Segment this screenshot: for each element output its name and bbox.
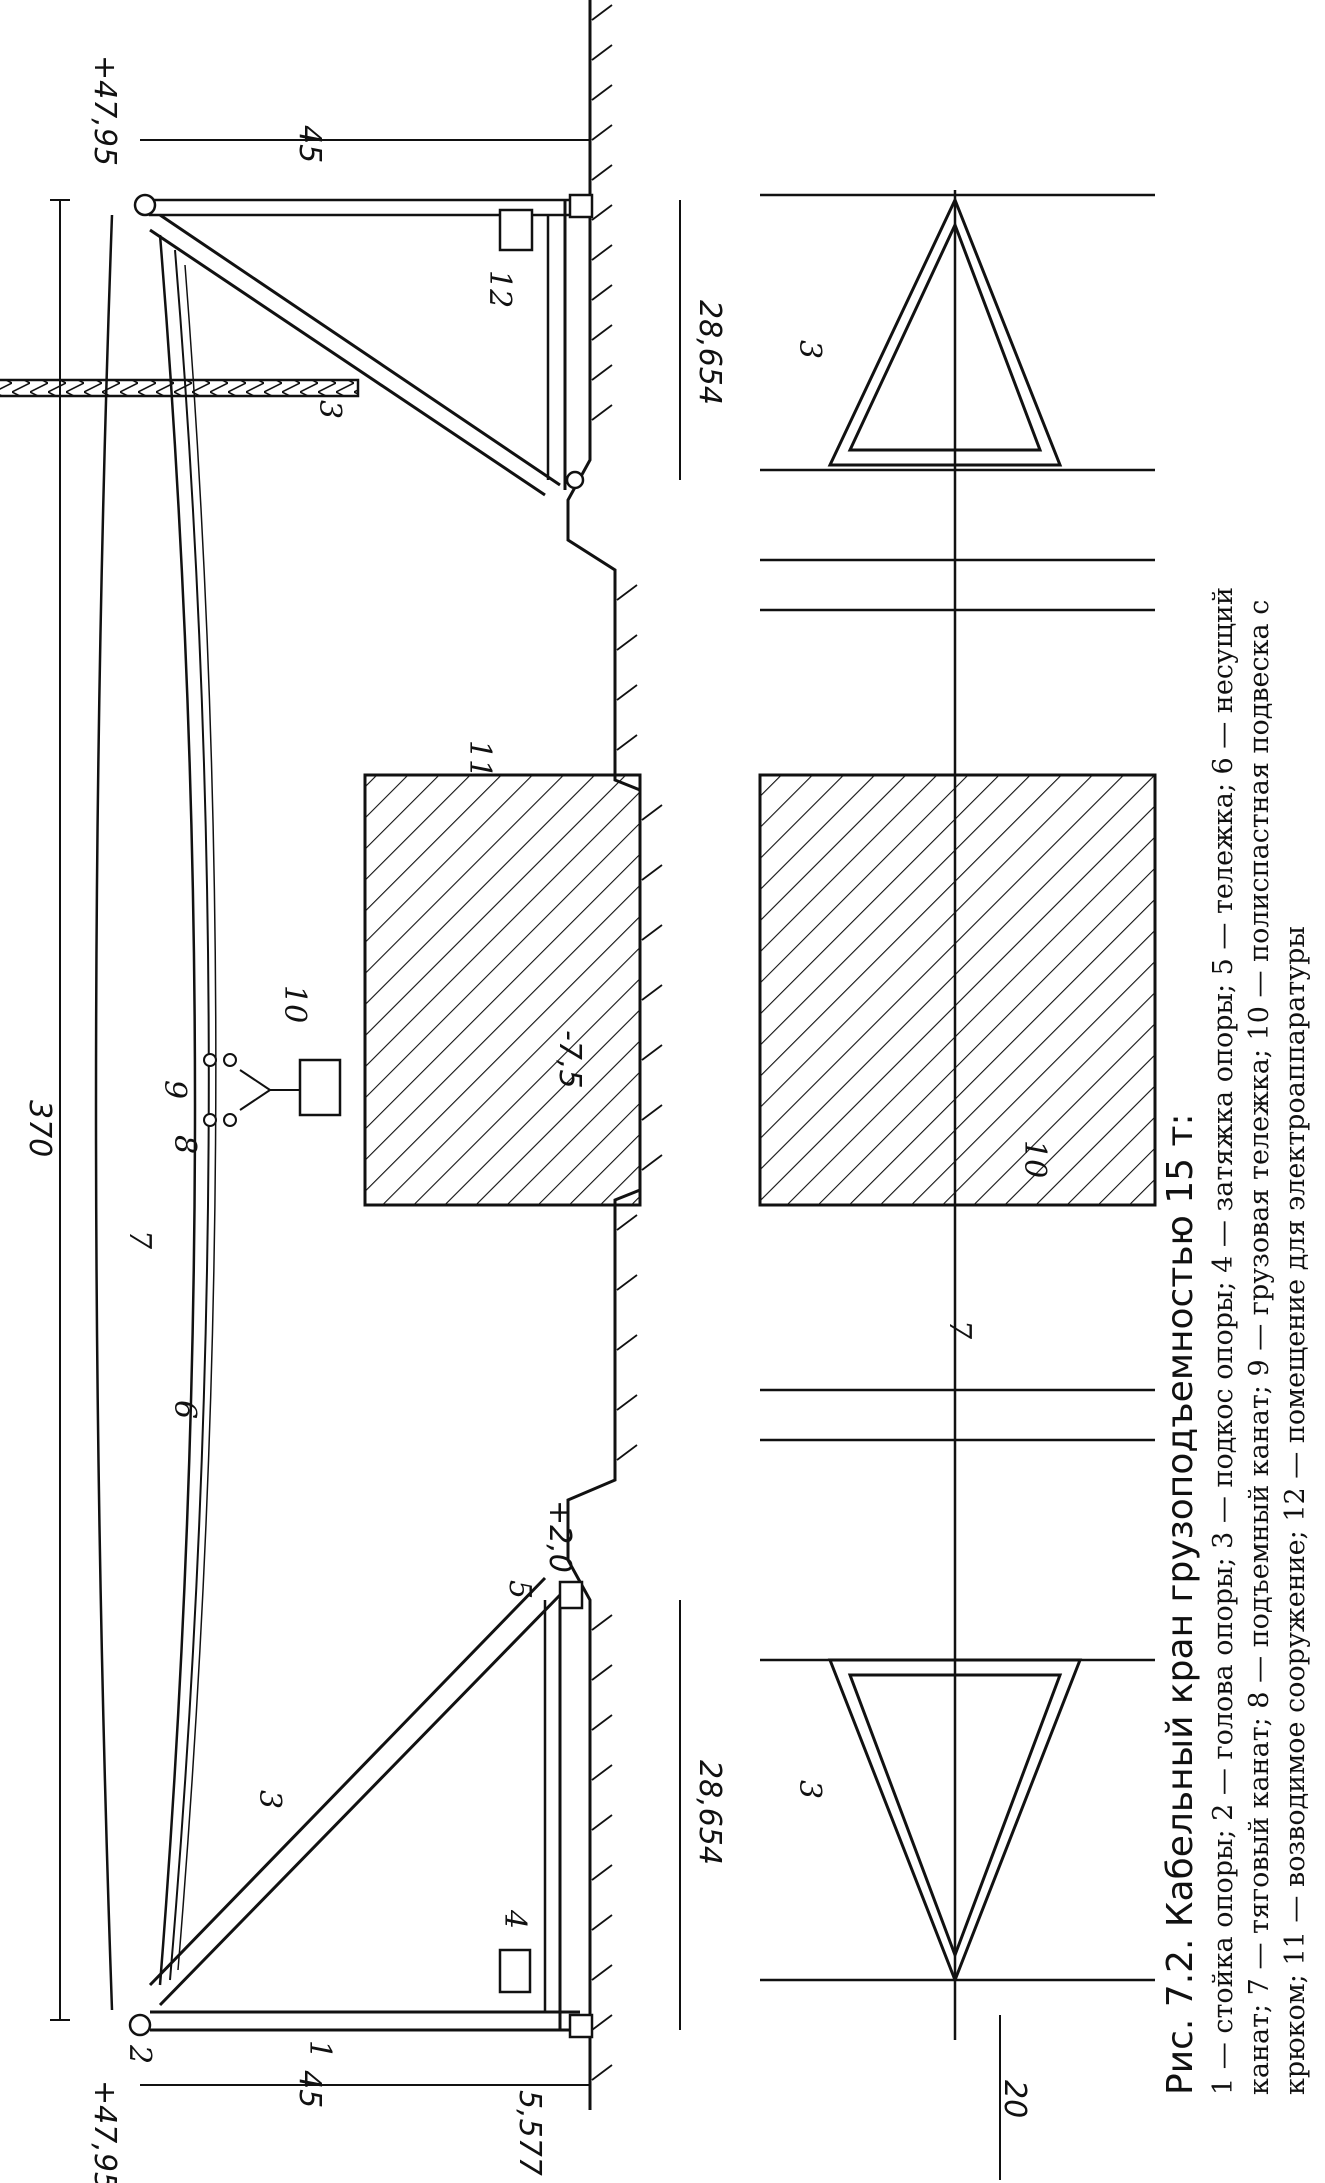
plan-label-10: 10 bbox=[1017, 1140, 1052, 1178]
label-5: 5 bbox=[502, 1580, 537, 1599]
trolley-5 bbox=[558, 1580, 584, 1610]
right-tower-elevation: +47,95 bbox=[87, 55, 122, 166]
right-tower-strut bbox=[159, 213, 561, 487]
label-12: 12 bbox=[482, 270, 517, 308]
hook-block-10 bbox=[298, 1058, 342, 1117]
ground-level-mark: +2,0 bbox=[542, 1500, 577, 1573]
pit-bottom-mark: -7,5 bbox=[552, 1030, 587, 1089]
left-tower-base-dimension: 28,654 bbox=[692, 1760, 727, 1865]
structure-under-construction bbox=[363, 773, 642, 1207]
label-11: 11 bbox=[462, 740, 497, 778]
load-trolley-9 bbox=[203, 1053, 342, 1127]
plan-right-tower bbox=[827, 196, 1063, 467]
label-2: 2 bbox=[122, 2044, 157, 2064]
label-10: 10 bbox=[277, 985, 312, 1023]
plan-structure bbox=[758, 773, 1157, 1207]
plan-label-7: 7 bbox=[942, 1320, 977, 1340]
elevation-view bbox=[0, 0, 1001, 2180]
plan-left-tower bbox=[827, 1658, 1083, 1985]
label-7: 7 bbox=[122, 1230, 157, 1250]
label-4: 4 bbox=[497, 1909, 532, 1929]
plan-rails bbox=[760, 193, 1155, 1982]
traction-rope-7 bbox=[94, 214, 114, 2011]
label-3-right: 3 bbox=[312, 400, 347, 419]
plan-width-dimension: 20 bbox=[997, 2080, 1032, 2118]
right-tower bbox=[0, 193, 594, 497]
right-tower-height-dimension: 45 bbox=[292, 125, 327, 163]
ground-hatching bbox=[591, 4, 663, 2081]
left-tower-strut bbox=[158, 1593, 562, 2007]
plan-label-3-right: 3 bbox=[792, 340, 827, 359]
left-tower bbox=[128, 1576, 594, 2039]
label-8: 8 bbox=[167, 1135, 202, 1154]
label-9: 9 bbox=[157, 1080, 192, 1099]
diagram-labels: 370 +47,95 +47,95 45 45 28,654 28,654 5,… bbox=[22, 55, 1052, 2183]
electrical-room bbox=[498, 208, 534, 252]
label-3-left: 3 bbox=[252, 1790, 287, 1809]
right-tower-base-dimension: 28,654 bbox=[692, 300, 727, 405]
label-6: 6 bbox=[167, 1400, 202, 1419]
plan-label-3-left: 3 bbox=[792, 1780, 827, 1799]
left-tower-height-dimension: 45 bbox=[292, 2070, 327, 2108]
label-1: 1 bbox=[302, 2040, 337, 2059]
span-dimension: 370 bbox=[22, 1100, 57, 1157]
right-tower-column bbox=[0, 378, 360, 398]
left-tower-offset-dimension: 5,577 bbox=[512, 2090, 547, 2176]
plan-view bbox=[758, 190, 1157, 2040]
dimension-lines bbox=[50, 139, 1001, 2180]
hoist-rope-8 bbox=[169, 249, 210, 1981]
carrying-rope-6 bbox=[158, 234, 197, 1986]
left-tower-elevation: +47,95 bbox=[87, 2080, 122, 2183]
